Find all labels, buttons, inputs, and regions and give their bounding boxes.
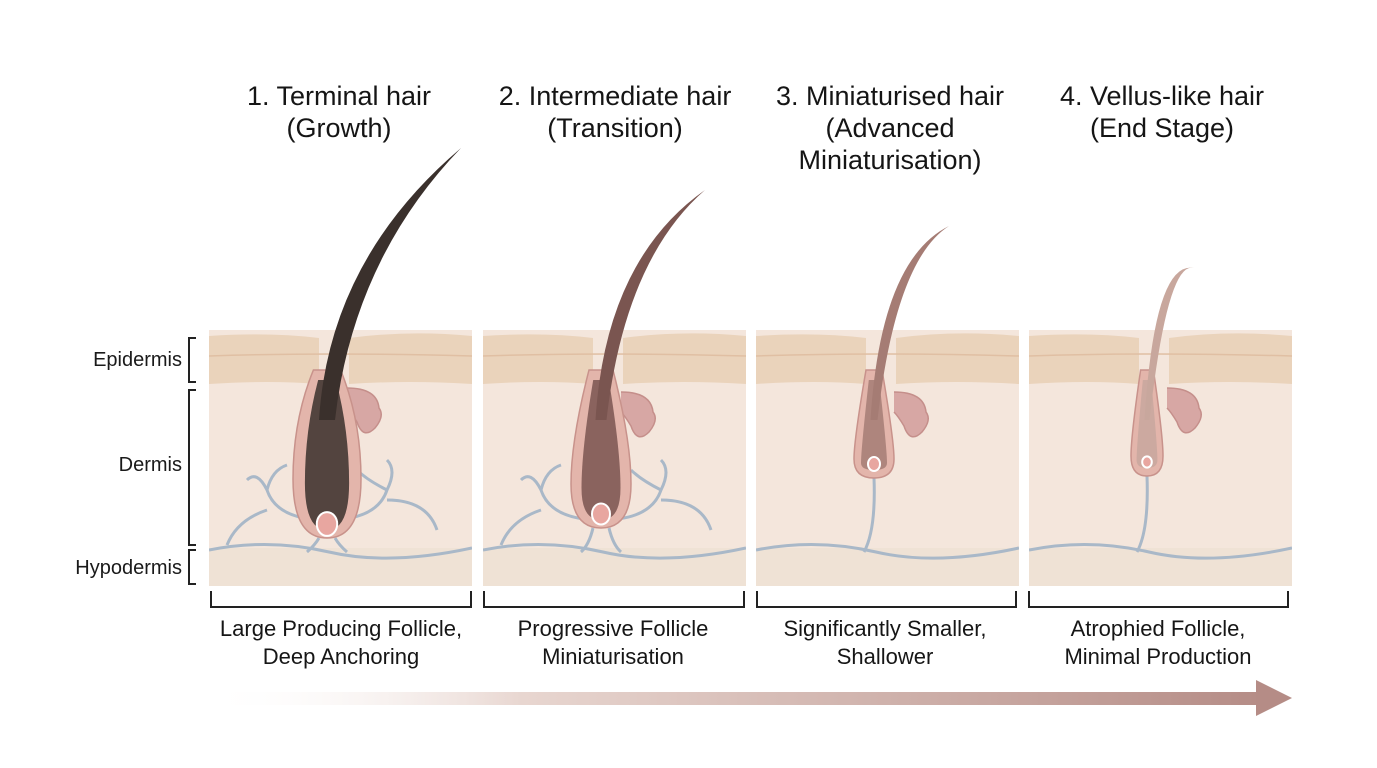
capillary-right	[326, 458, 439, 531]
progression-arrow-shaft	[205, 692, 1265, 705]
sebaceous-gland	[1166, 387, 1202, 434]
epidermis-layer-right	[1169, 333, 1292, 384]
dermis-bracket	[188, 389, 196, 546]
stage-4-title-line1: 4. Vellus-like hair	[1059, 81, 1265, 111]
dermal-papilla	[1141, 455, 1153, 469]
epidermis-layer-left	[756, 334, 866, 384]
hair-bulb	[1136, 380, 1158, 468]
stage-1-caption-line2: Deep Anchoring	[262, 644, 420, 669]
epidermis-layer-right	[896, 333, 1019, 384]
stage-1-title-line1: 1. Terminal hair	[246, 81, 432, 111]
capillary-left	[499, 463, 602, 546]
hypodermis-vessel	[209, 543, 472, 560]
hypodermis-vessel	[756, 543, 1019, 560]
hair-shaft	[319, 148, 461, 420]
hair-bulb	[581, 380, 621, 520]
epidermis-layer-left	[209, 334, 319, 384]
stage-4-caption-line1: Atrophied Follicle,	[1070, 616, 1246, 641]
stage-2-title-line1: 2. Intermediate hair	[498, 81, 732, 111]
epidermis-label: Epidermis	[93, 349, 182, 371]
hair-bulb	[304, 380, 350, 530]
hair-bulb	[861, 380, 887, 470]
stage-4-caption-line2: Minimal Production	[1064, 644, 1252, 669]
stage-2-caption-line1: Progressive Follicle	[517, 616, 709, 641]
stage-1-caption-line1: Large Producing Follicle,	[219, 616, 463, 641]
stage-4-title-line2: (End Stage)	[1089, 113, 1235, 143]
stage-4-caption: Atrophied Follicle, Minimal Production	[1013, 615, 1303, 671]
progression-arrow-head	[1256, 680, 1292, 716]
stage-2-title-line2: (Transition)	[547, 113, 683, 143]
stage-2-panel	[483, 190, 746, 586]
stage-3-title-line1: 3. Miniaturised hair	[775, 81, 1005, 111]
epidermis-layer-right	[623, 333, 746, 384]
capillary-root	[1135, 475, 1149, 553]
capillary-root	[306, 537, 348, 554]
epidermis-bracket	[188, 337, 196, 383]
stage-1-panel	[209, 148, 472, 586]
stage-3-title: 3. Miniaturised hair (Advanced Miniaturi…	[740, 80, 1040, 176]
stage-2-bracket	[483, 591, 745, 608]
epidermis-layer-left	[1029, 334, 1139, 384]
stage-1-bracket	[210, 591, 472, 608]
hypodermis-bracket	[188, 549, 196, 585]
dermal-papilla	[591, 502, 611, 526]
stage-2-caption-line2: Miniaturisation	[542, 644, 684, 669]
dermal-papilla	[315, 511, 339, 537]
stage-4-bracket	[1028, 591, 1289, 608]
sebaceous-gland	[893, 391, 929, 438]
hypodermis-vessel	[483, 543, 746, 560]
dermis-label: Dermis	[118, 454, 182, 476]
stage-1-title-line2: (Growth)	[286, 113, 392, 143]
hair-shaft	[595, 190, 705, 420]
sebaceous-gland	[620, 391, 656, 438]
stage-3-bracket	[756, 591, 1017, 608]
hypodermis-label: Hypodermis	[75, 557, 182, 579]
layer-brackets	[188, 337, 196, 585]
stage-1-caption: Large Producing Follicle, Deep Anchoring	[196, 615, 486, 671]
epidermis-layer-left	[483, 334, 593, 384]
stage-3-caption-line2: Shallower	[836, 644, 934, 669]
hair-shaft	[1144, 267, 1194, 420]
capillary-root	[579, 527, 623, 554]
bottom-brackets	[210, 591, 1289, 608]
stage-4-title: 4. Vellus-like hair (End Stage)	[1012, 80, 1312, 144]
stage-4-panel	[1029, 267, 1292, 586]
stage-3-title-line2: (Advanced	[825, 113, 955, 143]
panels	[209, 148, 1292, 586]
hair-shaft	[870, 226, 949, 420]
dermal-papilla	[867, 456, 881, 472]
stage-3-caption: Significantly Smaller, Shallower	[740, 615, 1030, 671]
stage-3-title-line3: Miniaturisation)	[798, 145, 982, 175]
stage-1-title: 1. Terminal hair (Growth)	[189, 80, 489, 144]
capillary-right	[600, 458, 713, 531]
epidermis-layer-right	[349, 333, 472, 384]
progression-arrow	[205, 680, 1292, 716]
stage-3-caption-line1: Significantly Smaller,	[783, 616, 987, 641]
capillary-root	[862, 477, 876, 553]
capillary-left	[225, 463, 328, 546]
stage-2-title: 2. Intermediate hair (Transition)	[460, 80, 770, 144]
stage-2-caption: Progressive Follicle Miniaturisation	[468, 615, 758, 671]
stage-3-panel	[756, 226, 1019, 586]
hypodermis-vessel	[1029, 543, 1292, 560]
